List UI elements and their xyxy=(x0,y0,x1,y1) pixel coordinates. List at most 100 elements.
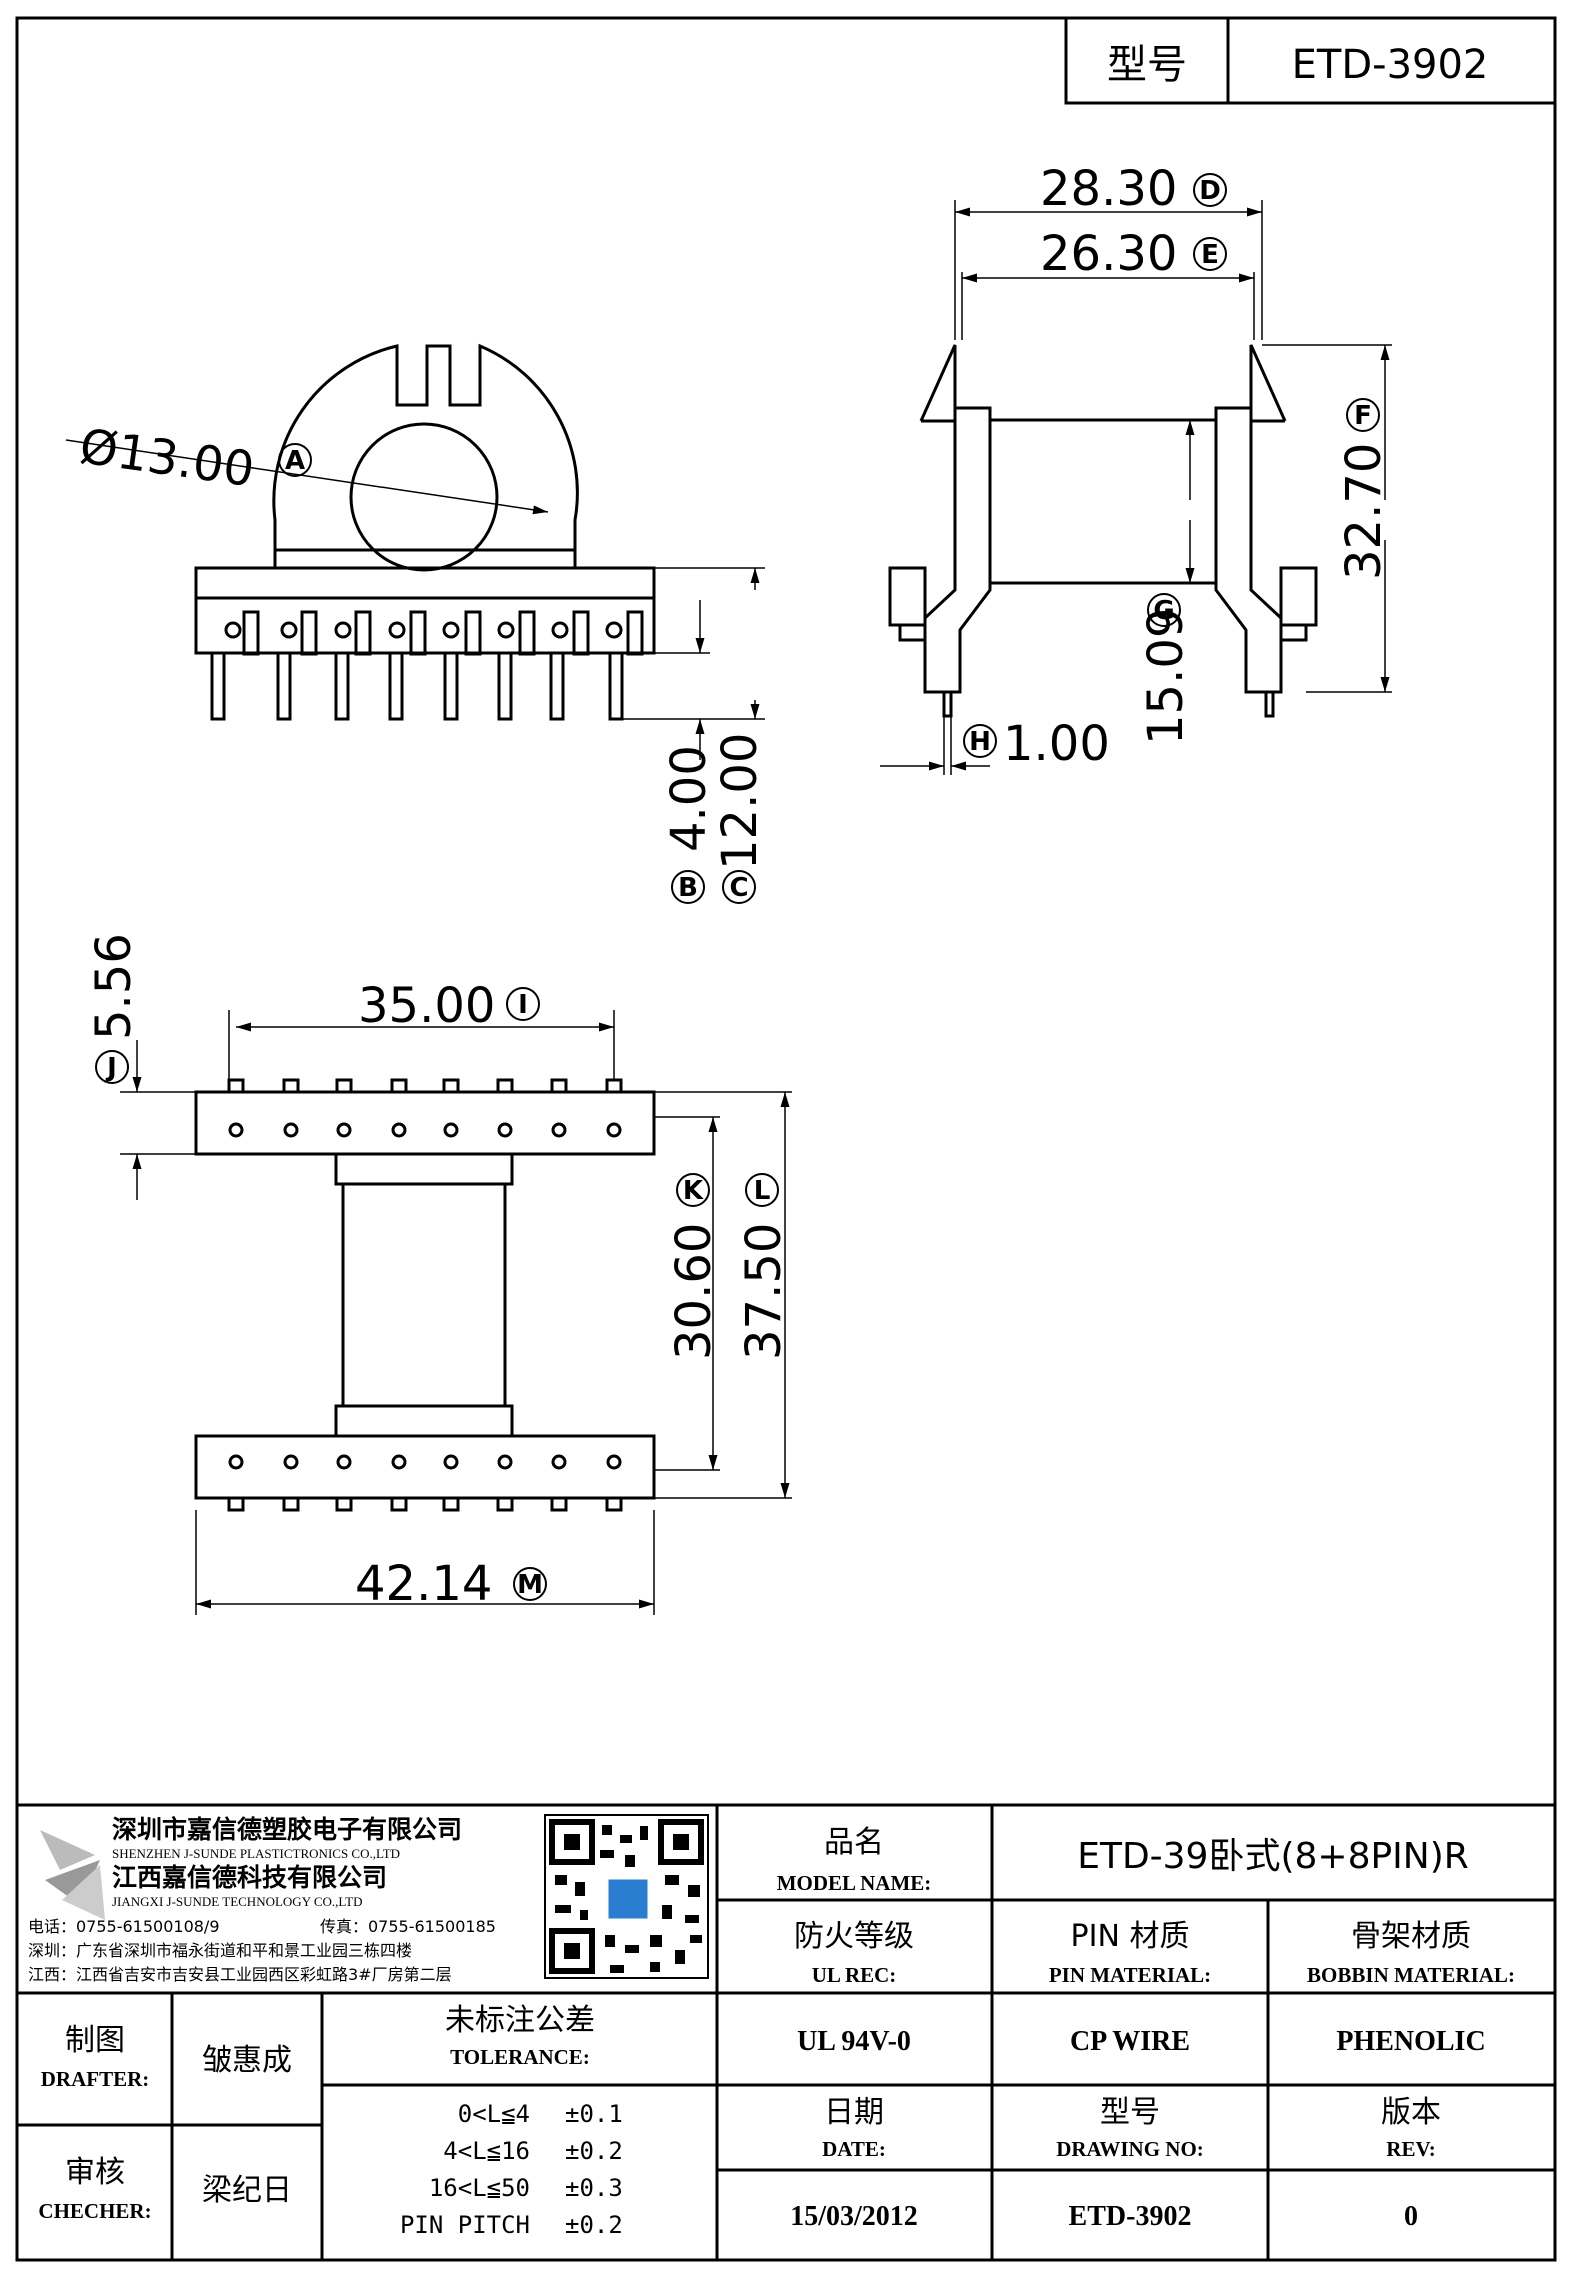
drawing-no-label-en: DRAWING NO: xyxy=(1056,2137,1204,2161)
dim-f-value: 32.70 xyxy=(1336,443,1392,580)
title-block-grid xyxy=(17,1803,1555,2260)
dim-k-marker xyxy=(676,1173,710,1207)
ul-label-en: UL REC: xyxy=(812,1963,897,1987)
bottom-view xyxy=(194,1078,656,1512)
tolerance-range: PIN PITCH xyxy=(400,2211,530,2239)
dim-i-marker xyxy=(506,987,540,1021)
dim-g-marker xyxy=(1147,593,1181,627)
drafter-value: 皱惠成 xyxy=(202,2043,292,2078)
dim-l-mark: L xyxy=(754,1176,771,1206)
tolerance-table: 0<L≦4 ±0.1 4<L≦16 ±0.2 16<L≦50 ±0.3 PIN … xyxy=(400,2100,623,2239)
dim-c-mark: C xyxy=(729,873,748,903)
drafter-label-cn: 制图 xyxy=(65,2023,125,2058)
model-name-label-cn: 品名 xyxy=(824,1825,884,1860)
company-name-sz-en: SHENZHEN J-SUNDE PLASTICTRONICS CO.,LTD xyxy=(112,1846,400,1861)
checker-value: 梁纪日 xyxy=(202,2173,292,2208)
type-label: 型号 xyxy=(1107,42,1187,88)
dim-k-value: 30.60 xyxy=(666,1223,722,1360)
pin-material-label-cn: PIN 材质 xyxy=(1071,1919,1190,1954)
date-label-cn: 日期 xyxy=(824,2095,884,2130)
qr-code xyxy=(544,1814,709,1979)
dim-c-marker xyxy=(722,870,756,904)
ul-value: UL 94V-0 xyxy=(797,2026,911,2057)
dim-b-mark: B xyxy=(678,873,698,903)
dim-l-value: 37.50 xyxy=(736,1223,792,1360)
bottom-view-dimensions xyxy=(120,1010,792,1615)
dim-c-value: 12.00 xyxy=(712,733,768,870)
company-addr-sz: 深圳：广东省深圳市福永街道和平和景工业园三栋四楼 xyxy=(28,1941,412,1960)
bottom-pins-top xyxy=(227,1078,623,1138)
pin-material-label-en: PIN MATERIAL: xyxy=(1049,1963,1211,1987)
bobbin-material-label-cn: 骨架材质 xyxy=(1351,1919,1471,1954)
dim-h-marker xyxy=(963,724,997,758)
tolerance-label-en: TOLERANCE: xyxy=(450,2045,590,2069)
company-block: 深圳市嘉信德塑胶电子有限公司 SHENZHEN J-SUNDE PLASTICT… xyxy=(28,1814,709,1984)
bottom-pins-bottom xyxy=(227,1454,623,1512)
dim-f-marker xyxy=(1346,398,1380,432)
dim-a-value: Ø13.00 xyxy=(76,418,257,498)
dim-d-marker xyxy=(1193,173,1227,207)
company-name-jx-en: JIANGXI J-SUNDE TECHNOLOGY CO.,LTD xyxy=(112,1894,363,1909)
company-name-sz: 深圳市嘉信德塑胶电子有限公司 xyxy=(112,1815,462,1844)
dim-i-mark: I xyxy=(518,990,528,1020)
model-name-value: ETD-39卧式(8+8PIN)R xyxy=(1077,1836,1469,1877)
dim-f-mark: F xyxy=(1354,401,1372,431)
tolerance-value: ±0.3 xyxy=(565,2174,623,2202)
type-value: ETD-3902 xyxy=(1292,42,1489,88)
tolerance-label-cn: 未标注公差 xyxy=(445,2003,595,2038)
dim-k-mark: K xyxy=(683,1176,704,1206)
date-value: 15/03/2012 xyxy=(790,2201,918,2232)
rev-value: 0 xyxy=(1404,2201,1418,2232)
front-view xyxy=(194,343,656,721)
rev-label-en: REV: xyxy=(1386,2137,1435,2161)
tolerance-value: ±0.2 xyxy=(565,2137,623,2165)
company-fax: 传真：0755-61500185 xyxy=(320,1917,496,1936)
bobbin-material-value: PHENOLIC xyxy=(1336,2026,1485,2057)
dim-m-mark: M xyxy=(517,1570,543,1600)
dim-h-value: 1.00 xyxy=(1003,716,1110,772)
sheet-border xyxy=(15,16,1557,2262)
drawing-no-value: ETD-3902 xyxy=(1069,2201,1192,2232)
dim-j-marker xyxy=(95,1050,129,1084)
dim-d-value: 28.30 xyxy=(1040,161,1177,217)
side-view xyxy=(888,344,1318,718)
dim-g-value: 15.09 xyxy=(1138,608,1194,745)
company-addr-jx: 江西：江西省吉安市吉安县工业园西区彩虹路3#厂房第二层 xyxy=(28,1965,452,1984)
header-block: 型号 ETD-3902 xyxy=(1064,16,1557,105)
company-logo xyxy=(40,1830,105,1920)
date-label-en: DATE: xyxy=(822,2137,886,2161)
pin-material-value: CP WIRE xyxy=(1070,2026,1190,2057)
dim-j-mark: J xyxy=(105,1053,117,1083)
dim-m-value: 42.14 xyxy=(355,1556,492,1612)
tolerance-value: ±0.1 xyxy=(565,2100,623,2128)
dim-a-mark: A xyxy=(285,446,305,476)
checker-label-cn: 审核 xyxy=(65,2155,125,2190)
ul-label-cn: 防火等级 xyxy=(794,1919,914,1954)
dim-i-value: 35.00 xyxy=(358,978,495,1034)
checker-label-en: CHECHER: xyxy=(38,2199,151,2223)
dim-d-mark: D xyxy=(1199,176,1221,206)
dim-b-marker xyxy=(671,870,705,904)
tolerance-range: 16<L≦50 xyxy=(429,2174,530,2202)
dim-h-mark: H xyxy=(969,727,991,757)
dim-a-marker xyxy=(278,443,312,477)
tolerance-value: ±0.2 xyxy=(565,2211,623,2239)
model-name-label-en: MODEL NAME: xyxy=(777,1871,932,1895)
company-name-jx: 江西嘉信德科技有限公司 xyxy=(112,1863,387,1892)
tolerance-range: 4<L≦16 xyxy=(443,2137,530,2165)
bobbin-material-label-en: BOBBIN MATERIAL: xyxy=(1307,1963,1515,1987)
dim-j-value: 5.56 xyxy=(86,933,142,1040)
dim-e-marker xyxy=(1193,237,1227,271)
dim-e-value: 26.30 xyxy=(1040,226,1177,282)
dim-b-value: 4.00 xyxy=(661,745,717,852)
dim-l-marker xyxy=(745,1173,779,1207)
drawing-no-label-cn: 型号 xyxy=(1100,2095,1160,2130)
dim-e-mark: E xyxy=(1201,240,1219,270)
rev-label-cn: 版本 xyxy=(1381,2095,1441,2130)
front-view-dimensions xyxy=(65,439,765,760)
dim-g-mark: G xyxy=(1153,596,1174,626)
side-view-dimensions xyxy=(880,200,1392,775)
drafter-label-en: DRAFTER: xyxy=(41,2067,150,2091)
front-pin-row xyxy=(210,610,644,721)
company-phone: 电话：0755-61500108/9 xyxy=(28,1917,220,1936)
